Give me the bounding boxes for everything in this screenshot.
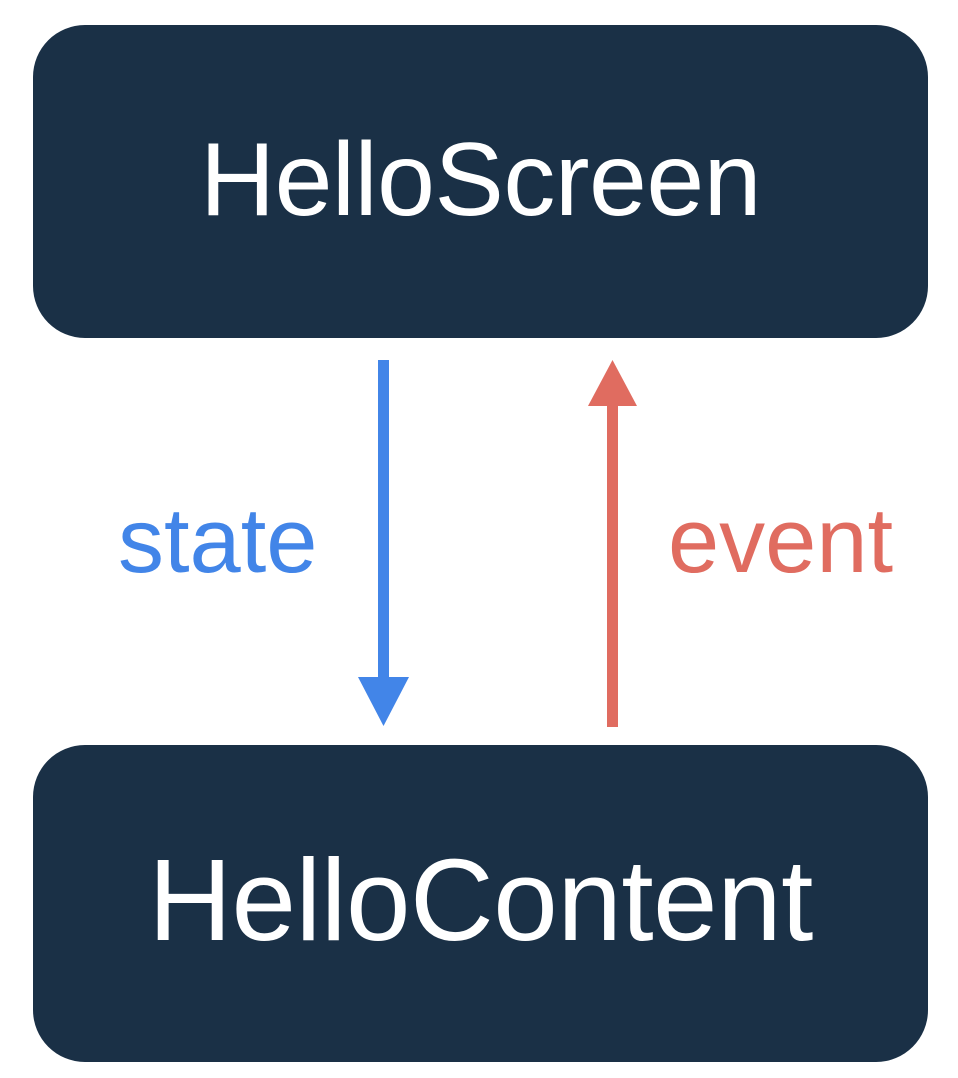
arrow-down-icon [358, 360, 409, 726]
node-hello-content[interactable]: HelloContent [33, 745, 928, 1062]
edge-label-event: event [668, 490, 894, 592]
node-hello-screen-label: HelloScreen [199, 121, 762, 238]
arrow-up-icon [588, 360, 637, 727]
node-hello-screen[interactable]: HelloScreen [33, 25, 928, 338]
node-hello-content-label: HelloContent [148, 834, 813, 965]
edge-label-state: state [118, 490, 318, 592]
